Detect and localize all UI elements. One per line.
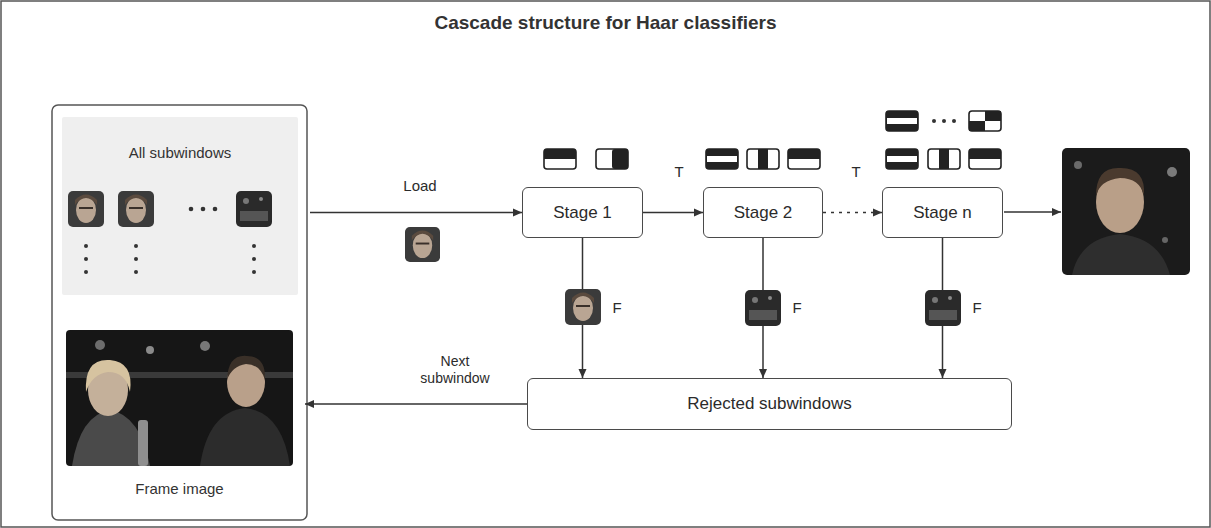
dot bbox=[942, 119, 946, 123]
dot bbox=[84, 257, 88, 261]
frame-photo bbox=[66, 330, 293, 466]
edge-label: T bbox=[672, 163, 685, 181]
haar-feature bbox=[886, 111, 918, 131]
person-hair bbox=[86, 360, 131, 392]
haar-feature bbox=[596, 149, 628, 169]
rejected-thumb bbox=[745, 290, 781, 326]
haar-feature bbox=[886, 149, 918, 169]
dot bbox=[201, 207, 206, 212]
haar-feature bbox=[969, 149, 1001, 169]
photo-light bbox=[1162, 237, 1168, 243]
subwindow-thumb bbox=[68, 191, 104, 227]
edge-label: F bbox=[610, 299, 623, 317]
edge-label: F bbox=[790, 299, 803, 317]
connector-arrow bbox=[643, 212, 703, 214]
edge-label: F bbox=[970, 299, 983, 317]
dot bbox=[84, 244, 88, 248]
person-hair bbox=[227, 356, 265, 380]
node-text: All subwindows bbox=[50, 144, 310, 161]
photo-light bbox=[200, 341, 210, 351]
haar-feature bbox=[928, 149, 960, 169]
photo-ground bbox=[66, 330, 293, 466]
haar-feature bbox=[706, 149, 738, 169]
connector-arrow bbox=[305, 403, 527, 405]
dot bbox=[252, 257, 256, 261]
connector-arrow bbox=[310, 212, 522, 214]
stage-box: Stage 1 bbox=[522, 187, 643, 238]
output-arrow bbox=[1004, 211, 1061, 213]
node-text: Stage 1 bbox=[553, 203, 612, 223]
person-body bbox=[200, 408, 290, 466]
node-text: Stage 2 bbox=[734, 203, 793, 223]
dashed-connector bbox=[823, 212, 882, 214]
edge-label: T bbox=[849, 163, 862, 181]
dot bbox=[252, 244, 256, 248]
photo-light bbox=[95, 340, 105, 350]
person-hair bbox=[1096, 168, 1144, 196]
haar-feature bbox=[544, 149, 576, 169]
subwindow-thumb bbox=[118, 191, 154, 227]
dot bbox=[952, 119, 956, 123]
subwindow-panel: All subwindows bbox=[50, 117, 310, 295]
dot bbox=[84, 270, 88, 274]
rejected-box: Rejected subwindows bbox=[527, 378, 1012, 430]
stage-box: Stage 2 bbox=[703, 187, 823, 238]
dot bbox=[134, 270, 138, 274]
edge-label: Next subwindow bbox=[413, 353, 497, 387]
rejected-thumb bbox=[925, 290, 961, 326]
node-text: Rejected subwindows bbox=[687, 394, 851, 414]
haar-feature bbox=[969, 111, 1001, 131]
bottle bbox=[138, 420, 148, 466]
input-frame bbox=[52, 105, 307, 520]
photo-light bbox=[146, 346, 154, 354]
photo-light bbox=[1074, 161, 1082, 169]
photo-ground bbox=[1062, 148, 1190, 275]
diagram-title: Cascade structure for Haar classifiers bbox=[0, 12, 1211, 34]
frame-image: Frame image bbox=[54, 330, 305, 466]
output-photo bbox=[1062, 148, 1190, 275]
dot bbox=[213, 207, 218, 212]
dot bbox=[252, 270, 256, 274]
ellipsis-dots bbox=[84, 119, 956, 274]
node-text: Stage n bbox=[913, 203, 972, 223]
subwindow-ground bbox=[62, 117, 298, 295]
haar-feature bbox=[747, 149, 779, 169]
dot bbox=[134, 257, 138, 261]
node-text: Frame image bbox=[54, 480, 305, 497]
dot bbox=[189, 207, 194, 212]
subwindow-thumb bbox=[236, 191, 272, 227]
rejected-thumb bbox=[565, 289, 601, 325]
loaded-thumb bbox=[405, 227, 440, 262]
dot bbox=[932, 119, 936, 123]
stage-box: Stage n bbox=[882, 187, 1003, 238]
edge-label: Load bbox=[401, 177, 438, 195]
photo-light bbox=[1167, 167, 1177, 177]
person-body bbox=[72, 410, 150, 466]
haar-feature bbox=[788, 149, 820, 169]
dot bbox=[134, 244, 138, 248]
person-body bbox=[1072, 234, 1170, 275]
